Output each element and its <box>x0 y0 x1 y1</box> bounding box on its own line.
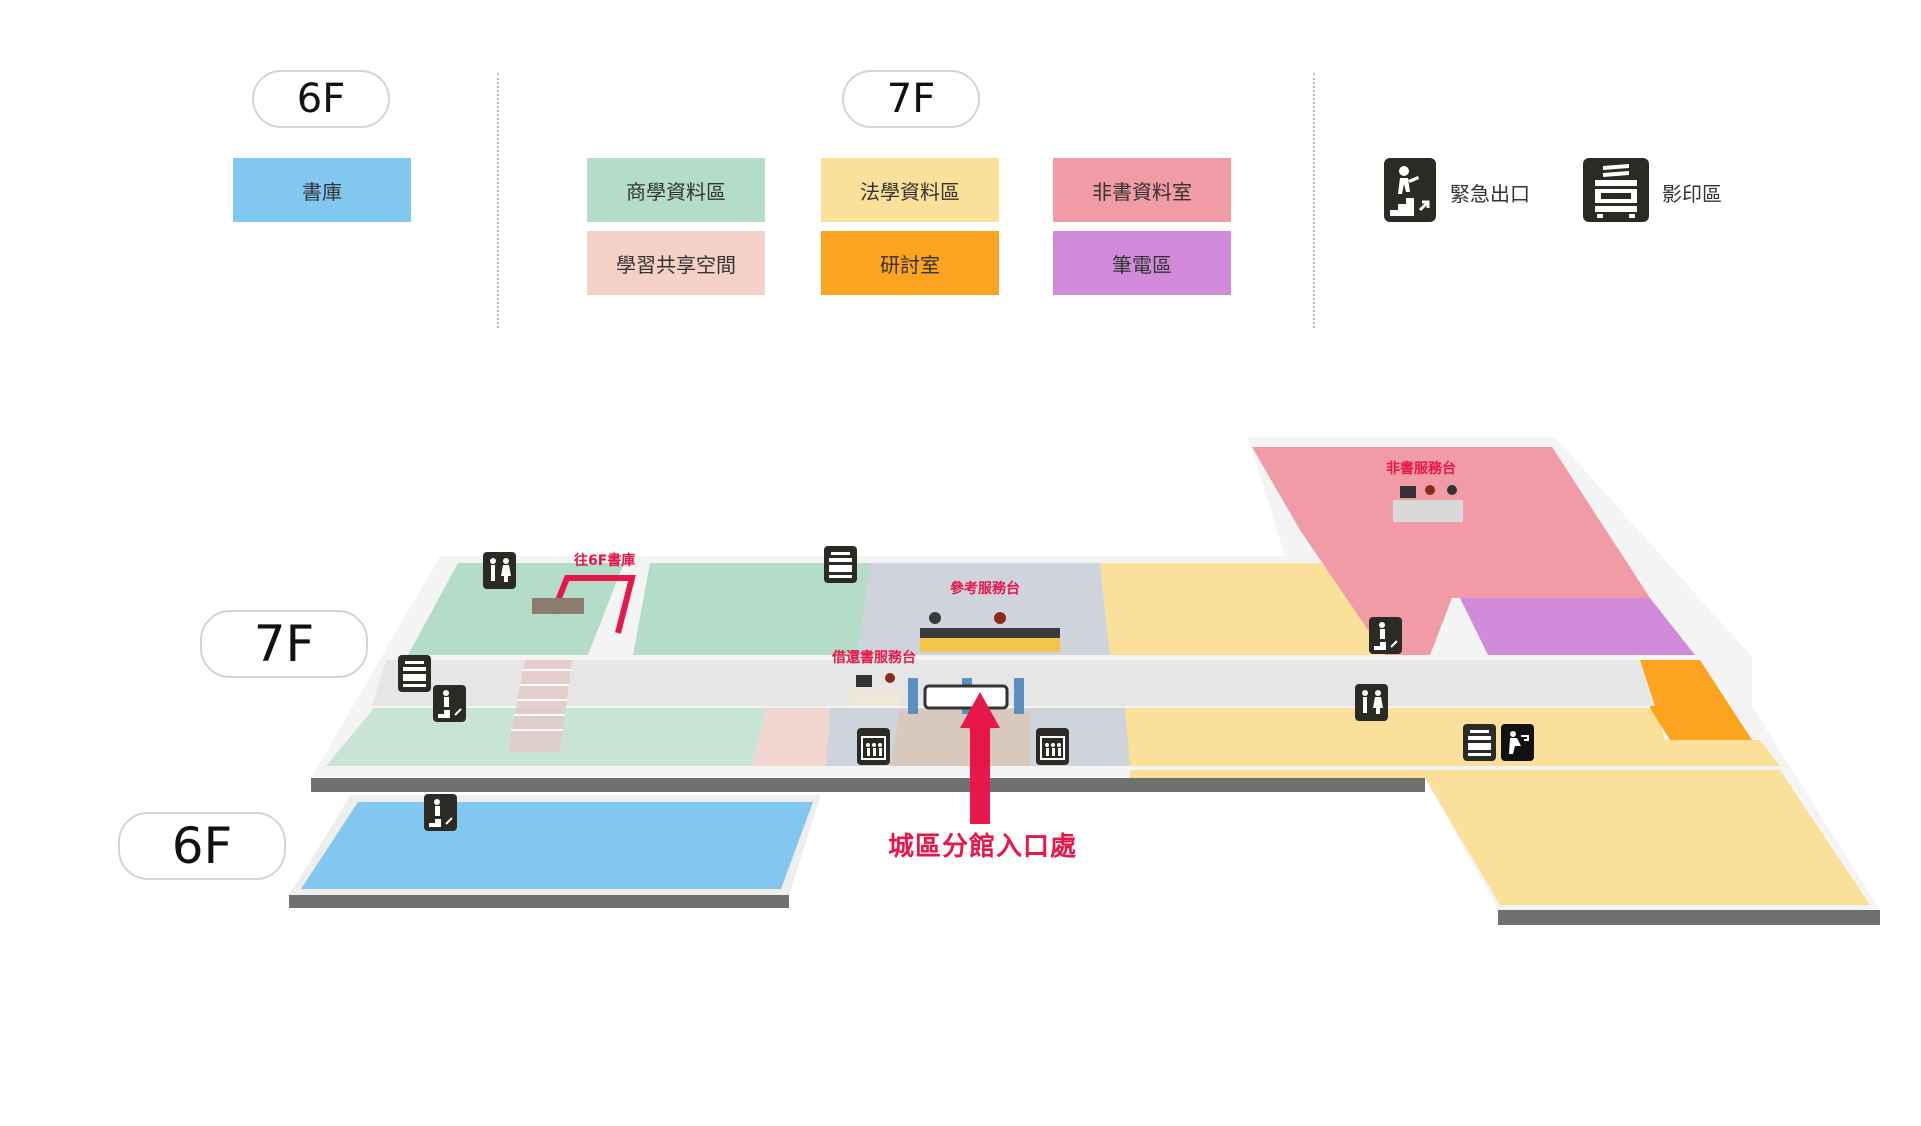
stairs-opening <box>532 598 584 614</box>
restroom-icon <box>483 552 516 589</box>
legend-floor6-badge: 6F <box>252 70 390 128</box>
reference-desk-illustration <box>920 612 1060 652</box>
legend-business-area: 商學資料區 <box>587 158 765 222</box>
law-area-right <box>1125 708 1780 766</box>
legend-emergency-exit-label: 緊急出口 <box>1450 182 1530 206</box>
entrance-label: 城區分館入口處 <box>888 832 1078 862</box>
to-6f-stacks-label: 往6F書庫 <box>574 553 636 569</box>
business-area-upper-mid <box>633 563 870 655</box>
copier-icon <box>824 546 857 583</box>
floor7-edge-right <box>1498 910 1880 925</box>
elevator-icon <box>1036 728 1069 765</box>
emergency-exit-icon <box>433 685 466 722</box>
emergency-exit-icon <box>424 794 457 831</box>
nonbook-desk-label: 非書服務台 <box>1386 461 1456 477</box>
legend-laptop-area: 筆電區 <box>1053 231 1231 295</box>
map-floor6-badge: 6F <box>118 812 286 880</box>
map-floor7-badge: 7F <box>200 610 368 678</box>
legend-nonbook-room: 非書資料室 <box>1053 158 1231 222</box>
entrance-floor <box>890 710 1030 766</box>
legend-divider-right <box>1313 73 1315 328</box>
nonbook-room-zone <box>1252 447 1650 655</box>
law-area-lower <box>1130 770 1870 905</box>
legend-stacks: 書庫 <box>233 158 411 222</box>
copier-icon <box>1583 158 1649 222</box>
stairwell <box>508 660 572 752</box>
legend-learning-commons: 學習共享空間 <box>587 231 765 295</box>
laptop-area-zone <box>1460 598 1695 655</box>
corridor <box>372 660 1655 706</box>
floor7-edge-left <box>311 778 1425 792</box>
floor6-base <box>289 895 789 908</box>
gate-illustration <box>908 678 1024 714</box>
nonbook-desk-illustration <box>1393 485 1463 522</box>
elevator-icon <box>857 728 890 765</box>
legend-law-area: 法學資料區 <box>821 158 999 222</box>
floor6-stacks-zone <box>301 802 813 889</box>
drinking-water-icon <box>1501 724 1534 761</box>
restroom-icon <box>1355 684 1388 721</box>
legend-divider-left <box>497 73 499 328</box>
legend-discussion-room: 研討室 <box>821 231 999 295</box>
business-area-upper-left <box>408 563 624 655</box>
emergency-exit-icon <box>1369 617 1402 654</box>
legend-floor7-badge: 7F <box>842 70 980 128</box>
legend-copier-label: 影印區 <box>1662 182 1722 206</box>
emergency-exit-icon <box>1384 158 1436 222</box>
learning-commons-zone <box>752 708 830 766</box>
copier-icon <box>398 655 431 692</box>
route-to-6f <box>550 575 636 634</box>
circulation-desk-illustration <box>850 673 900 706</box>
reference-desk-label: 參考服務台 <box>950 581 1020 597</box>
circulation-desk-label: 借還書服務台 <box>832 650 916 666</box>
copier-icon <box>1463 724 1496 761</box>
discussion-room-zone <box>1625 660 1752 740</box>
entrance-arrow <box>960 692 1000 824</box>
